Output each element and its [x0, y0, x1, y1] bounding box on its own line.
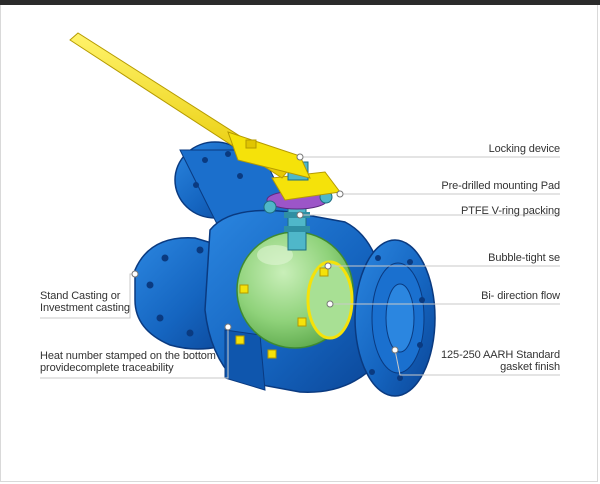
- label-locking-device: Locking device: [488, 143, 560, 155]
- heat-line-1: Heat number stamped on the bottom: [40, 350, 216, 362]
- leader-lines: [40, 156, 560, 379]
- pointer-dots: [131, 153, 399, 354]
- label-heat-number: Heat number stamped on the bottom provid…: [40, 350, 216, 374]
- casting-line-1: Stand Casting or: [40, 290, 121, 302]
- image-frame: [0, 5, 598, 482]
- label-bubble-tight: Bubble-tight se: [488, 252, 560, 264]
- handle: [69, 32, 311, 179]
- right-flange: [354, 239, 436, 397]
- seat-bolts: [235, 267, 329, 359]
- label-casting: Stand Casting or Investment casting: [40, 290, 130, 314]
- label-gasket-finish: 125-250 AARH Standard gasket finish: [441, 349, 560, 373]
- label-ptfe-packing: PTFE V-ring packing: [461, 205, 560, 217]
- gasket-line-2: gasket finish: [500, 361, 560, 373]
- label-mounting-pad: Pre-drilled mounting Pad: [441, 180, 560, 192]
- ball: [236, 231, 354, 349]
- heat-line-2: providecomplete traceability: [40, 362, 174, 374]
- gasket-line-1: 125-250 AARH Standard: [441, 349, 560, 361]
- label-bi-direction: Bi- direction flow: [481, 290, 560, 302]
- top-bar: [0, 0, 600, 5]
- casting-line-2: Investment casting: [40, 302, 130, 314]
